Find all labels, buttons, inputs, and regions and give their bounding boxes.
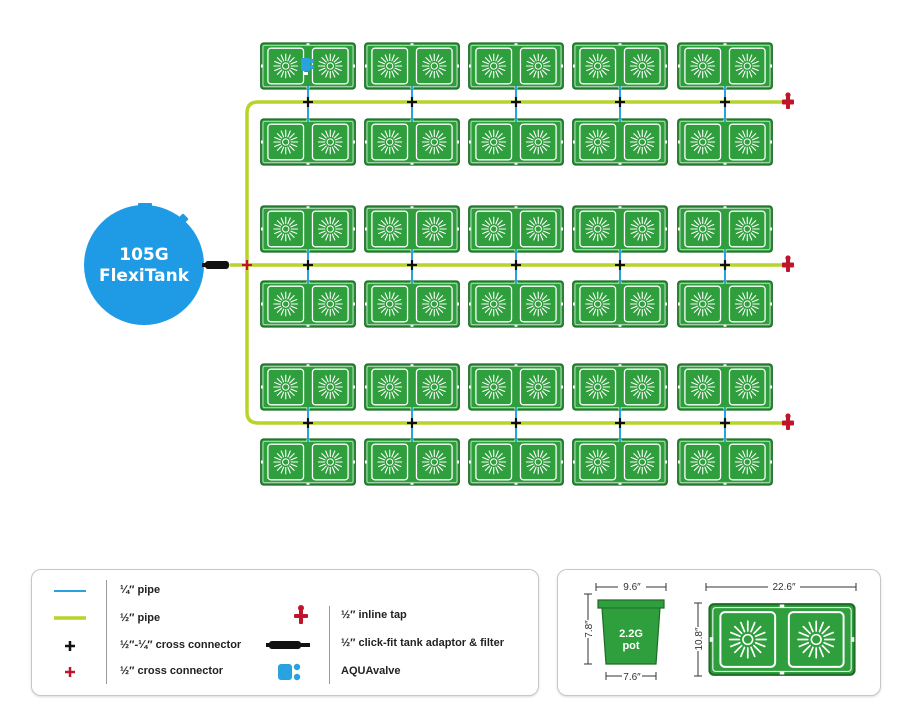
aquavalve-swatch (278, 663, 301, 681)
black-cross-connector (407, 260, 417, 270)
grow-tray (469, 281, 563, 327)
grow-tray (261, 206, 355, 252)
black-cross-swatch (65, 641, 75, 651)
red-cross-connector (242, 260, 252, 270)
tank-adaptor-swatch (266, 641, 310, 649)
black-cross-connector (720, 260, 730, 270)
tank-label-size: 105G (119, 245, 168, 265)
tray-dimension-icon (709, 604, 854, 675)
grow-tray (678, 206, 772, 252)
pot-label-size: 2.2G (619, 628, 643, 640)
tank-adaptor-filter (202, 261, 229, 269)
grow-tray (573, 439, 667, 485)
inline-tap-swatch (294, 605, 308, 624)
grow-tray (678, 119, 772, 165)
black-cross-connector (407, 418, 417, 428)
grow-tray (261, 119, 355, 165)
grow-tray (261, 439, 355, 485)
black-cross-connector (303, 418, 313, 428)
legend-label-quarter-pipe: ¼″ pipe (120, 584, 161, 596)
grow-tray (678, 43, 772, 89)
inline-tap (782, 92, 794, 109)
black-cross-connector (615, 97, 625, 107)
black-cross-connector (303, 260, 313, 270)
grow-tray (365, 119, 459, 165)
red-cross-swatch (65, 667, 75, 677)
grow-tray (469, 364, 563, 410)
grow-tray (573, 43, 667, 89)
black-cross-connector (720, 418, 730, 428)
cross-connectors (303, 97, 730, 428)
aquavalve-icon (301, 58, 315, 75)
grow-tray (261, 281, 355, 327)
flexitank: 105G FlexiTank (84, 203, 204, 325)
black-cross-connector (511, 418, 521, 428)
legend-divider-right (329, 606, 330, 684)
black-cross-connector (511, 260, 521, 270)
pot-label-name: pot (622, 640, 639, 652)
pot-width-top-label: 9.6″ (623, 582, 641, 593)
pot-width-bottom-label: 7.6″ (623, 672, 641, 683)
grow-tray (365, 364, 459, 410)
inline-tap (782, 255, 794, 272)
dimensions-drawing: 2.2G pot 9.6″ 7.6″ 7.8″ 22.6″ 10.8″ (584, 582, 857, 683)
legend-label-red-cross: ½″ cross connector (120, 665, 224, 677)
legend-panel: ¼″ pipe ½″ pipe ½″-¼″ cross connector ½″… (31, 569, 539, 696)
black-cross-connector (615, 260, 625, 270)
black-cross-connector (303, 97, 313, 107)
black-cross-connector (720, 97, 730, 107)
legend-label-tank-adaptor: ½″ click-fit tank adaptor & filter (341, 637, 504, 649)
grow-tray (469, 439, 563, 485)
tray-width-label: 22.6″ (772, 582, 795, 593)
black-cross-connector (511, 97, 521, 107)
grow-tray (678, 439, 772, 485)
grow-tray (261, 364, 355, 410)
tank-label-name: FlexiTank (99, 266, 190, 286)
irrigation-diagram: 105G FlexiTank (84, 0, 794, 560)
grow-tray (365, 206, 459, 252)
grow-tray (573, 364, 667, 410)
grow-tray (469, 206, 563, 252)
tray-height-label: 10.8″ (694, 627, 705, 650)
grow-tray (365, 281, 459, 327)
inline-tap (782, 413, 794, 430)
legend-label-inline-tap: ½″ inline tap (341, 609, 407, 621)
grow-tray (469, 43, 563, 89)
grow-tray (573, 206, 667, 252)
grow-tray (678, 281, 772, 327)
dimensions-panel: 2.2G pot 9.6″ 7.6″ 7.8″ 22.6″ 10.8″ (557, 569, 881, 696)
grow-tray (365, 439, 459, 485)
legend-label-half-pipe: ½″ pipe (120, 612, 161, 624)
pot-height-label: 7.8″ (584, 620, 595, 638)
grow-tray (573, 281, 667, 327)
inline-taps (782, 92, 794, 430)
black-cross-connector (407, 97, 417, 107)
black-cross-connector (615, 418, 625, 428)
legend-symbols (54, 590, 310, 681)
grow-tray (678, 364, 772, 410)
grow-tray (365, 43, 459, 89)
grow-tray (573, 119, 667, 165)
pot-icon (597, 599, 665, 665)
legend-label-aquavalve: AQUAvalve (341, 665, 401, 677)
legend-label-black-cross: ½″-¼″ cross connector (120, 639, 242, 651)
grow-tray (469, 119, 563, 165)
legend-divider-left (106, 580, 107, 684)
